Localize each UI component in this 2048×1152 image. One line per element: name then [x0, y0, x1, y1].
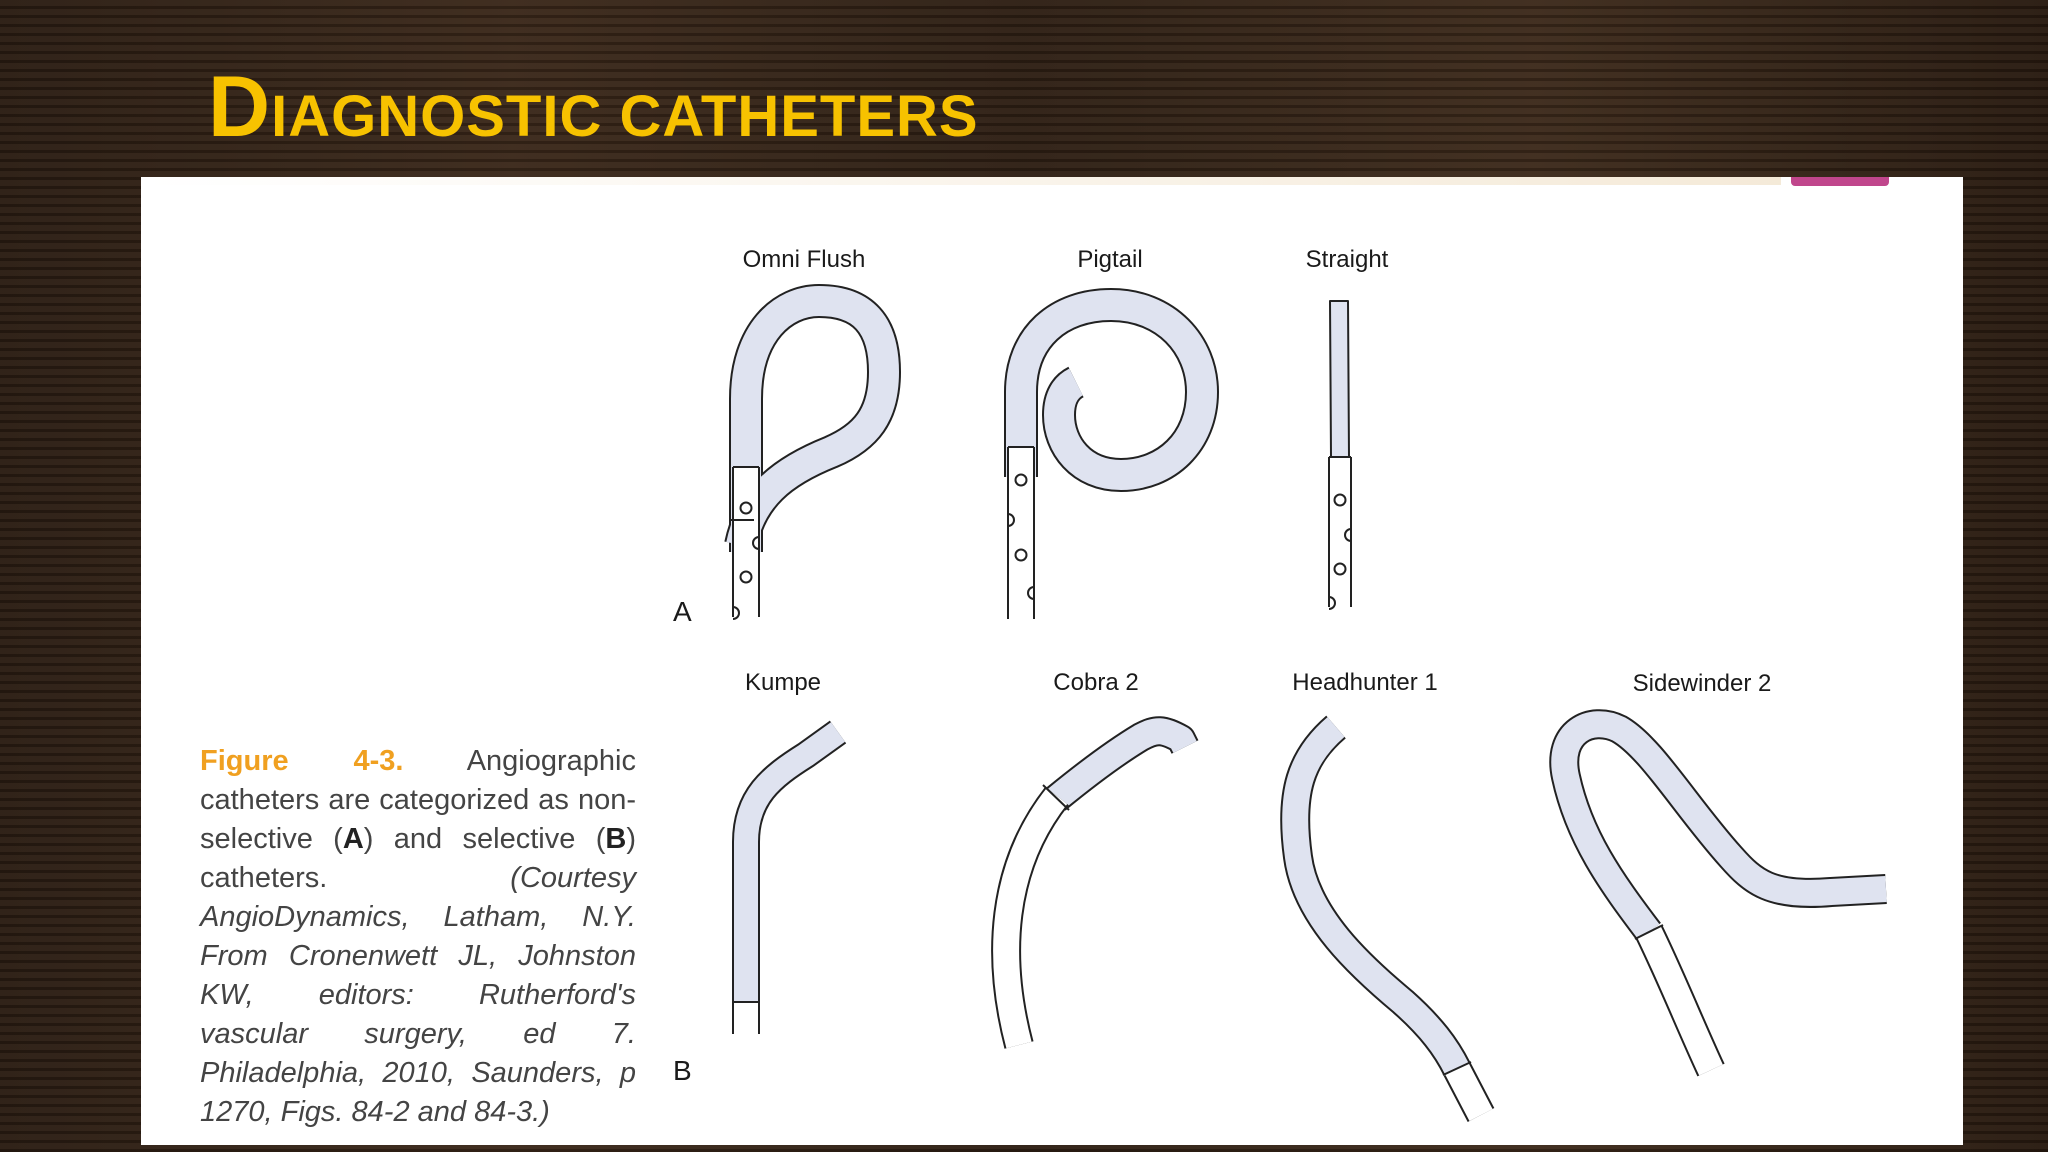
catheter-label: Cobra 2: [1053, 669, 1138, 696]
headhunter-1-catheter: [1280, 715, 1495, 1122]
caption-text: Angiographic catheters are categorized a…: [200, 745, 636, 855]
part-b-label: B: [673, 1055, 692, 1086]
figure-panel: Omni Flush Pigtail Straight Kumpe Cobra …: [141, 177, 1963, 1145]
cobra-2-catheter: [991, 716, 1199, 1049]
catheter-label: Omni Flush: [743, 246, 866, 273]
omni-flush-catheter: [724, 284, 901, 620]
figure-caption: Figure 4-3. Angiographic catheters are c…: [200, 742, 636, 1132]
straight-catheter: [1328, 300, 1352, 610]
catheter-label: Headhunter 1: [1292, 669, 1437, 696]
catheter-label: Kumpe: [745, 669, 821, 696]
caption-bold-a: A: [342, 823, 364, 855]
caption-text: ) catheters.: [200, 823, 636, 894]
caption-text: ) and selective (: [363, 823, 606, 855]
kumpe-catheter: [732, 720, 847, 1034]
catheter-label: Straight: [1306, 246, 1389, 273]
panel-top-border: [141, 177, 1781, 185]
panel-accent-tab: [1791, 177, 1889, 186]
sidewinder-2-catheter: [1549, 709, 1887, 1077]
catheter-label: Pigtail: [1077, 246, 1142, 273]
slide-title-initial: D: [208, 59, 272, 155]
caption-credit: (Courtesy AngioDynamics, Latham, N.Y. Fr…: [200, 862, 636, 1128]
part-a-label: A: [673, 596, 692, 627]
slide-title: DIAGNOSTIC CATHETERS: [208, 58, 979, 157]
catheter-label: Sidewinder 2: [1633, 670, 1772, 697]
catheter-diagram: Omni Flush Pigtail Straight Kumpe Cobra …: [673, 246, 1887, 1122]
figure-number: Figure 4-3.: [200, 745, 404, 777]
caption-bold-b: B: [605, 823, 627, 855]
pigtail-catheter: [1004, 288, 1219, 619]
slide-title-rest: IAGNOSTIC CATHETERS: [271, 84, 979, 149]
